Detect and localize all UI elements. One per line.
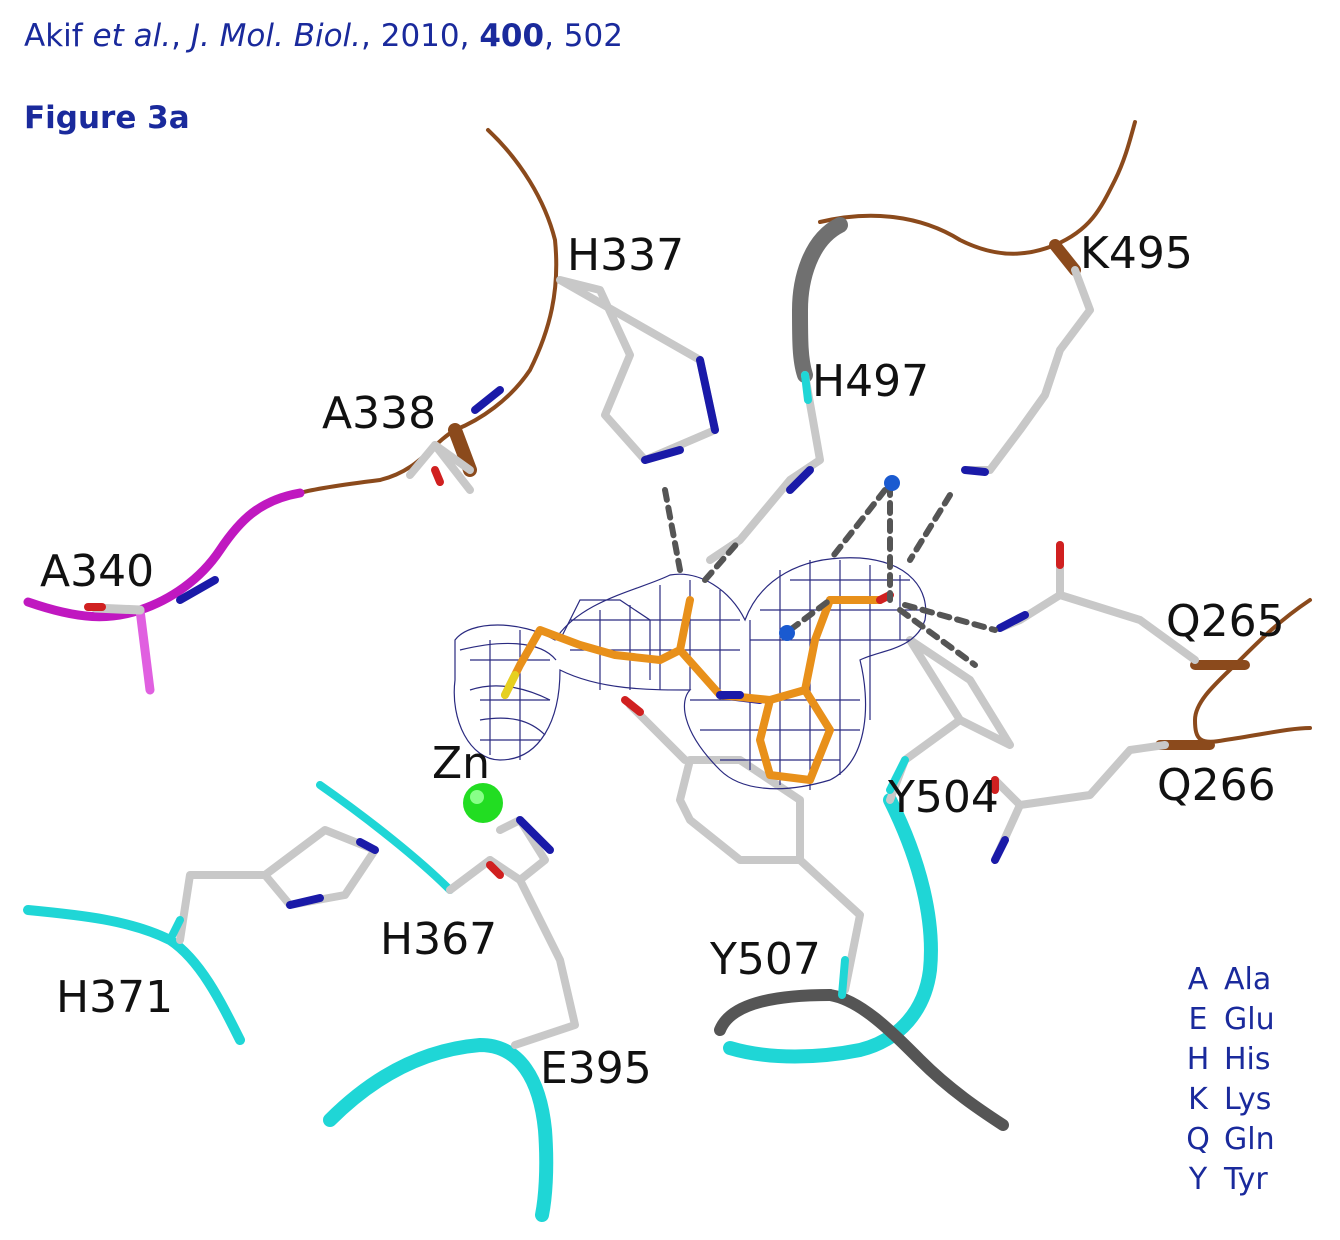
label-h337: H337 (567, 230, 684, 281)
magenta-ribbon (23, 488, 305, 622)
water-molecule (884, 475, 900, 491)
cyan-stick-accents (166, 371, 909, 999)
citation-volume: 400 (479, 18, 545, 54)
legend-name: Ala (1224, 962, 1272, 997)
label-e395: E395 (540, 1043, 652, 1094)
citation: Akif et al., J. Mol. Biol., 2010, 400, 5… (24, 18, 623, 54)
legend-row: A Ala (1172, 960, 1294, 1000)
brown-backbone-coils (298, 120, 1312, 744)
label-a338: A338 (322, 388, 436, 439)
legend-row: H His (1172, 1040, 1294, 1080)
brown-backbone-segment (1049, 239, 1081, 276)
citation-page: 502 (563, 18, 623, 54)
oxygen-atoms (84, 466, 1064, 879)
legend-code: H (1186, 1042, 1210, 1077)
label-y504: Y504 (887, 772, 999, 823)
label-q266: Q266 (1157, 760, 1276, 811)
citation-year: 2010 (380, 18, 460, 54)
label-h367: H367 (380, 914, 497, 965)
legend-name: Tyr (1224, 1162, 1268, 1197)
legend-code: A (1187, 962, 1209, 997)
label-h497: H497 (812, 356, 929, 407)
citation-journal: J. Mol. Biol. (190, 18, 362, 54)
label-a340: A340 (40, 546, 154, 597)
legend-name: Lys (1224, 1082, 1272, 1117)
figure-title: Figure 3a (24, 100, 190, 136)
legend-code: K (1188, 1082, 1208, 1117)
electron-density-mesh (453, 557, 927, 790)
legend-row: Q Gln (1172, 1120, 1294, 1160)
legend-code: Q (1186, 1122, 1210, 1157)
legend-name: Gln (1224, 1122, 1275, 1157)
ligand-stick (501, 591, 894, 784)
legend-code: E (1188, 1002, 1208, 1037)
citation-author: Akif (24, 18, 83, 54)
label-q265: Q265 (1166, 596, 1285, 647)
hydrogen-bond-dashes (662, 482, 998, 668)
label-zn: Zn (432, 738, 490, 789)
magenta-sidechain (135, 605, 155, 695)
legend-code: Y (1188, 1162, 1208, 1197)
legend-row: E Glu (1172, 1000, 1294, 1040)
legend-name: Glu (1224, 1002, 1275, 1037)
label-y507: Y507 (709, 934, 821, 985)
zinc-ion (463, 783, 503, 823)
grey-ribbon-h497 (791, 217, 848, 383)
label-h371: H371 (56, 972, 173, 1023)
label-k495: K495 (1080, 228, 1193, 279)
legend-name: His (1224, 1042, 1271, 1077)
legend-row: Y Tyr (1172, 1160, 1294, 1200)
zinc-ion-highlight (470, 790, 484, 804)
amino-acid-legend: A Ala E Glu H His K Lys Q Gln Y Tyr (1172, 960, 1294, 1200)
water-molecule (779, 625, 795, 641)
legend-row: K Lys (1172, 1080, 1294, 1120)
citation-etal: et al. (92, 18, 172, 54)
cyan-ribbons (23, 781, 1009, 1222)
